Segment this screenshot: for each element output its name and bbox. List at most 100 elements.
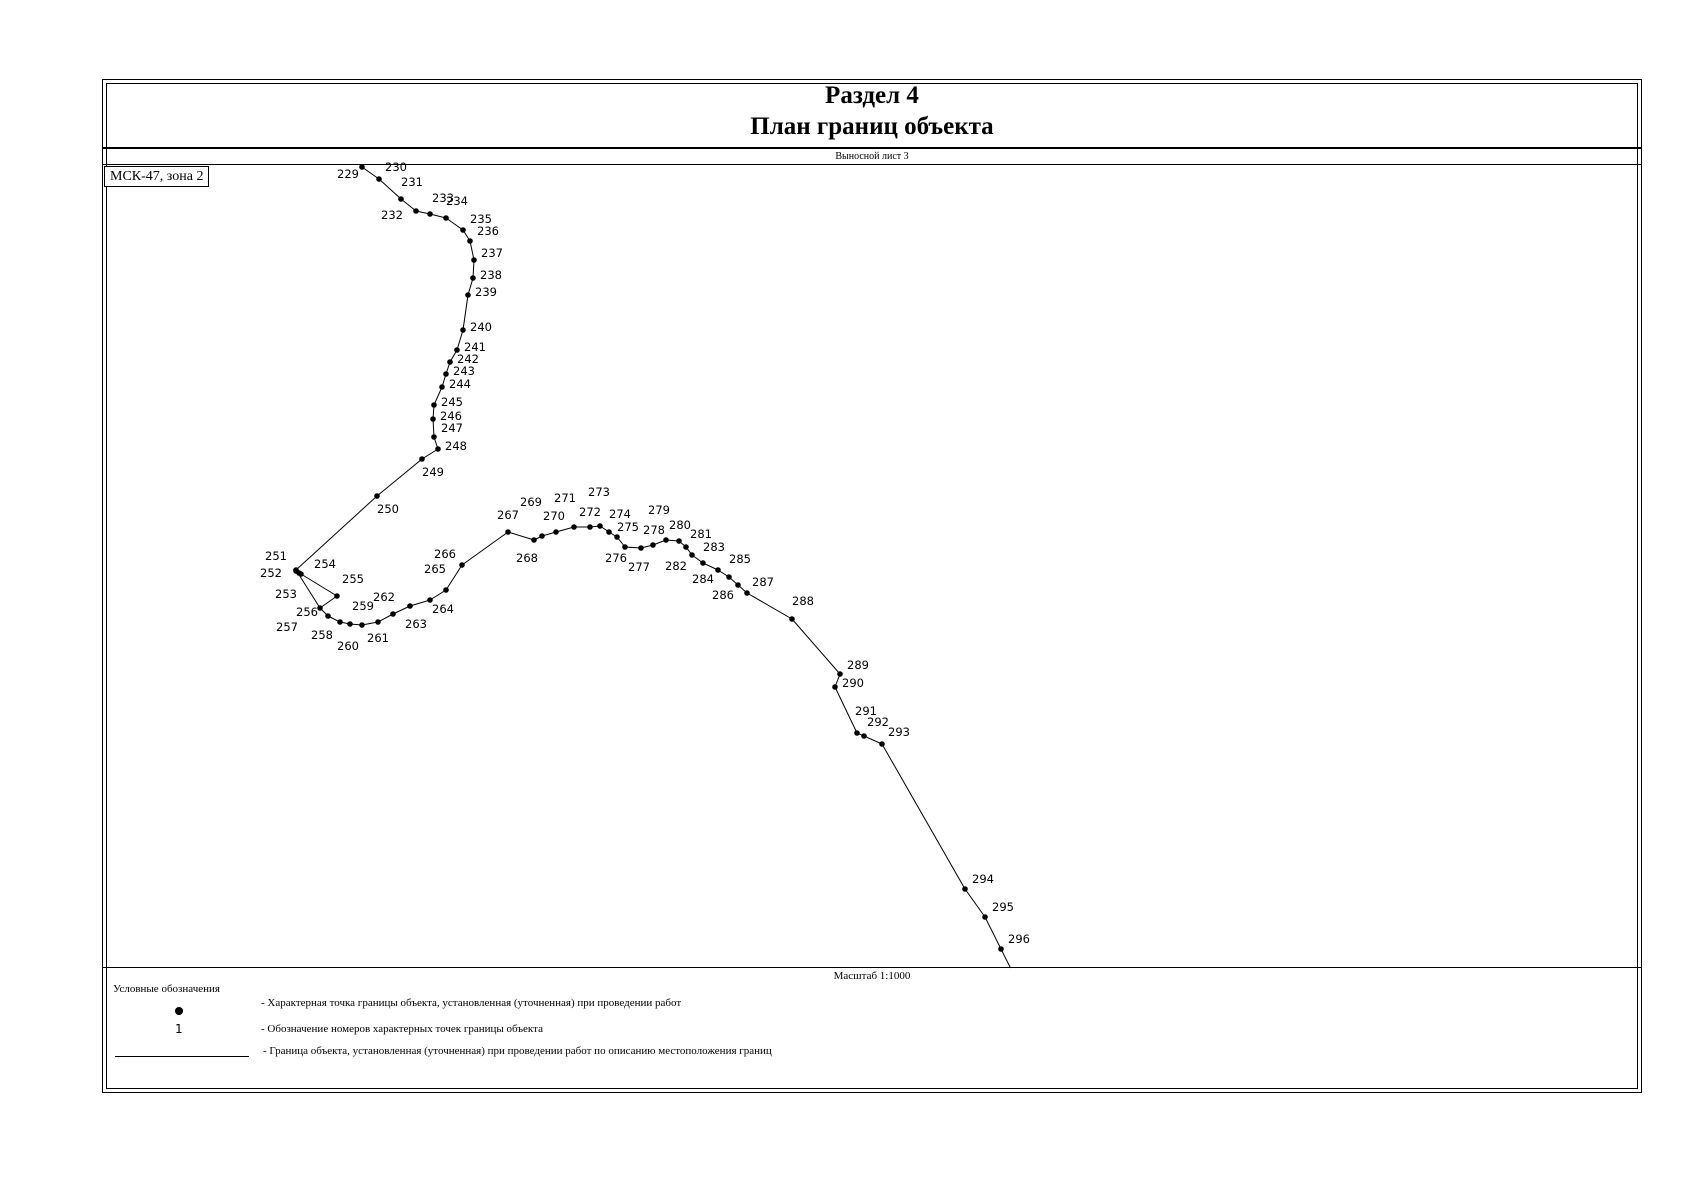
boundary-segment [421, 448, 439, 460]
point-label-264: 264 [432, 602, 454, 616]
boundary-point-237 [471, 257, 477, 263]
boundary-point-231 [398, 196, 404, 202]
boundary-segment [469, 240, 475, 261]
point-label-295: 295 [992, 900, 1014, 914]
boundary-segment [409, 599, 431, 607]
boundary-segment [746, 592, 793, 620]
boundary-points [293, 164, 1004, 952]
point-label-291: 291 [855, 704, 877, 718]
point-label-265: 265 [424, 562, 446, 576]
point-label-288: 288 [792, 594, 814, 608]
point-label-262: 262 [373, 590, 395, 604]
point-label-246: 246 [440, 409, 462, 423]
scale-label: Масштаб 1:1000 [103, 967, 1641, 983]
boundary-point-261 [375, 619, 381, 625]
boundary-point-295 [982, 914, 988, 920]
point-label-283: 283 [703, 540, 725, 554]
boundary-point-286 [735, 582, 741, 588]
boundary-point-236 [467, 238, 473, 244]
subsheet-label: Выносной лист 3 [103, 150, 1641, 165]
boundary-point-238 [470, 275, 476, 281]
point-label-266: 266 [434, 547, 456, 561]
point-label-260: 260 [337, 639, 359, 653]
point-label-243: 243 [453, 364, 475, 378]
boundary-point-269 [539, 533, 545, 539]
boundary-segment [507, 531, 535, 541]
legend-boundary-line-symbol [115, 1056, 249, 1057]
boundary-point-248 [435, 446, 441, 452]
boundary-point-278 [650, 542, 656, 548]
point-label-287: 287 [752, 575, 774, 589]
point-label-257: 257 [276, 620, 298, 634]
point-label-254: 254 [314, 557, 336, 571]
boundary-point-282 [689, 552, 695, 558]
boundary-segment [1000, 948, 1011, 969]
boundary-segment [461, 531, 509, 566]
boundary-point-235 [460, 227, 466, 233]
point-label-247: 247 [441, 421, 463, 435]
boundary-point-296 [998, 946, 1004, 952]
legend-item-boundary: - Граница объекта, установленная (уточне… [263, 1045, 772, 1057]
point-label-249: 249 [422, 465, 444, 479]
boundary-point-273 [597, 523, 603, 529]
point-label-258: 258 [311, 628, 333, 642]
boundary-point-277 [638, 545, 644, 551]
boundary-point-256 [317, 605, 323, 611]
plan-title: План границ объекта [750, 113, 994, 140]
point-label-236: 236 [477, 224, 499, 238]
boundary-segment [467, 277, 474, 296]
point-label-286: 286 [712, 588, 734, 602]
point-label-253: 253 [275, 587, 297, 601]
point-label-233: 233 [432, 191, 454, 205]
point-label-271: 271 [554, 491, 576, 505]
point-label-261: 261 [367, 631, 389, 645]
boundary-segment [295, 495, 378, 571]
boundary-segment [400, 198, 417, 212]
boundary-point-271 [571, 524, 577, 530]
boundary-segment [319, 595, 338, 609]
point-label-294: 294 [972, 872, 994, 886]
point-label-296: 296 [1008, 932, 1030, 946]
point-label-234: 234 [446, 194, 468, 208]
point-label-285: 285 [729, 552, 751, 566]
boundary-point-284 [715, 567, 721, 573]
point-label-290: 290 [842, 676, 864, 690]
boundary-point-280 [676, 538, 682, 544]
boundary-lines [295, 166, 1011, 969]
point-label-282: 282 [665, 559, 687, 573]
point-label-241: 241 [464, 340, 486, 354]
point-label-279: 279 [648, 503, 670, 517]
point-label-229: 229 [337, 167, 359, 181]
point-label-250: 250 [377, 502, 399, 516]
boundary-point-262 [390, 611, 396, 617]
point-label-281: 281 [690, 527, 712, 541]
point-label-272: 272 [579, 505, 601, 519]
boundary-point-294 [962, 886, 968, 892]
point-label-277: 277 [628, 560, 650, 574]
boundary-segment [392, 605, 411, 615]
boundary-point-254 [298, 571, 304, 577]
point-label-256: 256 [296, 605, 318, 619]
boundary-segment [300, 573, 338, 597]
boundary-segment [984, 916, 1002, 950]
point-label-248: 248 [445, 439, 467, 453]
point-label-252: 252 [260, 566, 282, 580]
boundary-segment [377, 613, 394, 623]
boundary-segment [462, 294, 469, 331]
coordinate-system-label: МСК-47, зона 2 [104, 166, 210, 187]
boundary-point-276 [622, 544, 628, 550]
boundary-point-268 [531, 537, 537, 543]
boundary-segment [834, 686, 858, 734]
boundary-point-270 [553, 529, 559, 535]
boundary-point-234 [443, 215, 449, 221]
boundary-point-245 [431, 402, 437, 408]
legend-item-number: - Обозначение номеров характерных точек … [261, 1023, 543, 1035]
point-label-289: 289 [847, 658, 869, 672]
boundary-segment [472, 259, 475, 279]
boundary-point-289 [837, 671, 843, 677]
legend-point-symbol-icon [175, 1007, 183, 1015]
point-label-275: 275 [617, 520, 639, 534]
point-label-235: 235 [470, 212, 492, 226]
boundary-segment [456, 329, 464, 351]
